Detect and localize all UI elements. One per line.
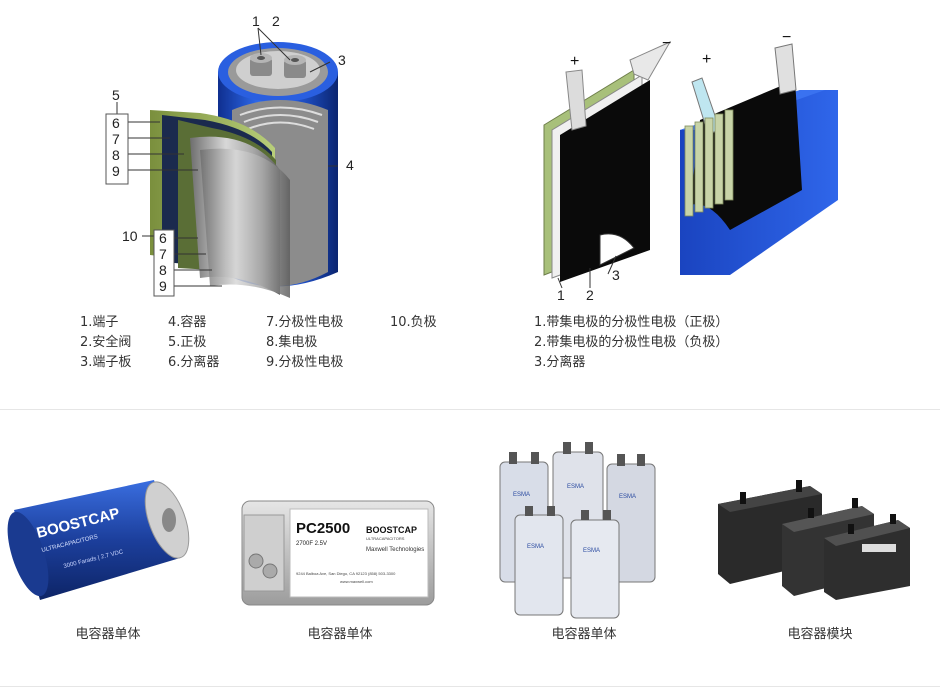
legend-item: 8.集电极: [266, 335, 318, 350]
callout-10: 10: [122, 228, 138, 244]
plus-sign-left: +: [570, 53, 579, 70]
callout-3: 3: [338, 52, 346, 68]
sub-text: ULTRACAPACITORS: [366, 536, 405, 541]
callout-9: 9: [112, 163, 120, 179]
product-image-prismatic: PC2500 2700F 2.5V BOOSTCAP ULTRACAPACITO…: [241, 500, 435, 606]
product-caption-1: 电容器单体: [75, 627, 141, 642]
cell-label: ESMA: [513, 492, 530, 498]
right-legend: 1.带集电极的分极性电极（正极） 2.带集电极的分极性电极（负极） 3.分离器: [534, 313, 728, 373]
legend-item: 1.端子: [80, 315, 119, 330]
legend-item: 3.分离器: [534, 355, 586, 370]
callout-7: 7: [112, 131, 120, 147]
callout-r1: 1: [557, 287, 565, 303]
legend-item: 4.容器: [168, 315, 207, 330]
legend-item: 7.分极性电极: [266, 315, 344, 330]
product-caption-4: 电容器模块: [787, 627, 853, 642]
left-legend-col3: 7.分极性电极 8.集电极 9.分极性电极: [266, 313, 343, 373]
product-image-cells: ESMA ESMA ESMA ESMA ESMA: [499, 442, 656, 619]
legend-item: 2.安全阀: [80, 335, 132, 350]
product-image-modules: [718, 480, 910, 600]
callout-4: 4: [346, 157, 354, 173]
legend-item: 3.端子板: [80, 355, 132, 370]
bottom-divider: [0, 686, 940, 687]
callout-1: 1: [252, 13, 260, 29]
left-legend-col4: 10.负极: [390, 313, 437, 333]
section-divider: [0, 409, 940, 410]
legend-item: 9.分极性电极: [266, 355, 344, 370]
plus-sign-right: +: [702, 51, 711, 68]
legend-item: 5.正极: [168, 335, 207, 350]
callout-9b: 9: [159, 278, 167, 294]
cell-label: ESMA: [567, 484, 584, 490]
model-text: PC2500: [296, 520, 350, 537]
legend-item: 1.带集电极的分极性电极（正极）: [534, 315, 729, 330]
callout-7b: 7: [159, 246, 167, 262]
minus-sign-right: −: [782, 30, 791, 46]
callout-6b: 6: [159, 230, 167, 246]
brand-text: BOOSTCAP: [366, 525, 417, 535]
product-image-cylinder: BOOSTCAP ULTRACAPACITORS 3000 Farads | 2…: [7, 480, 190, 600]
callout-r2: 2: [586, 287, 594, 303]
cell-label: ESMA: [527, 544, 544, 550]
minus-sign-left: −: [662, 35, 671, 52]
callout-6: 6: [112, 115, 120, 131]
cell-label: ESMA: [583, 548, 600, 554]
web-text: www.maxwell.com: [340, 579, 373, 584]
cylinder-capacitor-diagram: 1 2 3 4 5 6 7 8 9 10 6 7 8 9: [105, 13, 354, 298]
left-legend-col1: 1.端子 2.安全阀 3.端子板: [80, 313, 131, 373]
callout-8b: 8: [159, 262, 167, 278]
product-caption-2: 电容器单体: [307, 627, 373, 642]
cell-label: ESMA: [619, 494, 636, 500]
callout-5: 5: [112, 87, 120, 103]
rating-text: 2700F 2.5V: [296, 541, 327, 547]
legend-item: 2.带集电极的分极性电极（负极）: [534, 335, 729, 350]
left-legend-col2: 4.容器 5.正极 6.分离器: [168, 313, 219, 373]
callout-r3: 3: [612, 267, 620, 283]
callout-2: 2: [272, 13, 280, 29]
callout-8: 8: [112, 147, 120, 163]
legend-item: 6.分离器: [168, 355, 220, 370]
maker-text: Maxwell Technologies: [366, 547, 424, 553]
electrode-negative: [560, 80, 650, 282]
legend-item: 10.负极: [390, 315, 437, 330]
stacked-capacitor-diagram: + − + − 1 2 3: [543, 30, 838, 303]
product-caption-3: 电容器单体: [551, 627, 617, 642]
address-text: 9244 Balboa Ave, San Diego, CA 92123 (85…: [296, 571, 396, 576]
